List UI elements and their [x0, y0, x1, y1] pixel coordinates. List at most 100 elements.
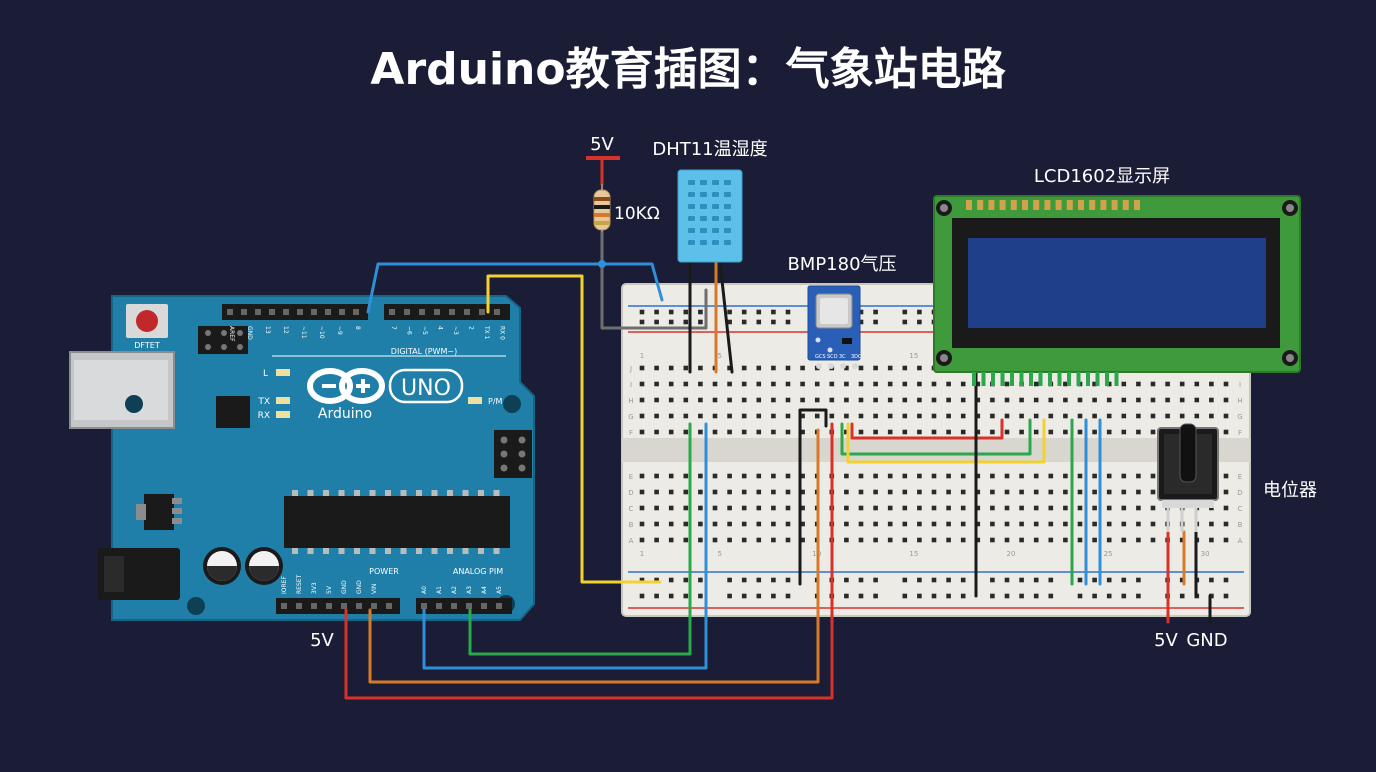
wire-junction: [598, 260, 606, 268]
row-letter: H: [1237, 397, 1242, 405]
row-letter: G: [1237, 413, 1242, 421]
bmp180-pin-label: 3DC: [851, 354, 862, 360]
row-letter: F: [1238, 429, 1242, 437]
digital-pin-label: ~10: [318, 326, 325, 339]
power-header: [276, 598, 400, 614]
reset-button[interactable]: [126, 304, 168, 338]
row-letter: D: [628, 489, 633, 497]
pullup-resistor: [593, 184, 611, 232]
power-pin-label: RESET: [296, 574, 303, 594]
analog-label: ANALOG PIM: [453, 567, 503, 576]
column-number: 20: [1006, 550, 1015, 558]
row-letter: D: [1237, 489, 1242, 497]
voltage-regulator: [136, 494, 182, 530]
uno-text: UNO: [401, 376, 451, 401]
icsp-header-right: [494, 430, 532, 478]
row-letter: H: [628, 397, 633, 405]
arduino-5v-label: 5V: [310, 630, 334, 651]
page-title: Arduino教育插图：气象站电路: [370, 44, 1006, 95]
analog-pin-label: A3: [466, 586, 473, 594]
dht11-sensor: [677, 169, 743, 263]
supply-5v-label: 5V: [590, 134, 614, 155]
arduino-logo-icon: [307, 368, 385, 404]
digital-pin-label: ~3: [452, 326, 459, 335]
analog-pin-label: A5: [496, 586, 503, 594]
digital-pin-label: RX 0: [499, 326, 506, 340]
atmega-chip: [284, 490, 510, 554]
reset-label: DFTET: [134, 341, 160, 350]
column-number: 1: [640, 550, 644, 558]
lcd-label: LCD1602显示屏: [1034, 166, 1170, 187]
wire-red-5v: [344, 422, 834, 700]
column-number: 30: [1201, 550, 1210, 558]
column-number: 5: [717, 550, 721, 558]
power-pin-label: 3V3: [311, 582, 318, 594]
digital-pin-label: ~6: [406, 326, 413, 335]
row-letter: F: [629, 429, 633, 437]
power-pin-label: 5V: [326, 585, 333, 594]
digital-label: DIGITAL (PWM~): [391, 347, 457, 356]
column-number: 1: [640, 352, 644, 360]
digital-pin-label: ~9: [336, 326, 343, 335]
pot-gnd-label: GND: [1186, 630, 1227, 651]
digital-pin-label: 7: [390, 326, 397, 330]
power-pin-label: IOREF: [281, 576, 288, 594]
row-letter: E: [1238, 473, 1242, 481]
led-rx: [276, 411, 290, 418]
wire-red-lcd: [850, 418, 1004, 440]
bmp180-pin-label: 3C: [839, 354, 846, 360]
resistor-label: 10KΩ: [614, 204, 660, 224]
power-pin-label: VIN: [371, 584, 378, 594]
analog-header: [416, 598, 512, 614]
row-letter: A: [629, 537, 634, 545]
led-on-label: P/M: [488, 397, 503, 406]
digital-pin-label: TX 1: [483, 325, 490, 340]
supply-5v-bar: [586, 156, 620, 160]
digital-pin-label: 2: [468, 326, 475, 330]
digital-pin-label: ~11: [300, 326, 307, 339]
row-letter: G: [628, 413, 633, 421]
bmp180-pin-label: SCO: [827, 354, 838, 360]
digital-pin-label: 13: [264, 326, 271, 334]
icsp-header: [198, 326, 248, 354]
column-number: 5: [717, 352, 721, 360]
row-letter: I: [1239, 381, 1241, 389]
uno-badge: [388, 368, 464, 404]
wire-blue-data: [366, 262, 664, 314]
lcd-screen: [968, 238, 1266, 328]
power-pin-label: GND: [356, 580, 363, 594]
lcd1602-display: [933, 195, 1301, 386]
bmp180-pin-label: GCS: [815, 354, 826, 360]
led-tx: [276, 397, 290, 404]
wires: [344, 156, 1212, 700]
wire-green-lcd: [840, 418, 1032, 456]
potentiometer-knob[interactable]: [1179, 423, 1197, 483]
row-letter: B: [1238, 521, 1243, 529]
digital-pin-label: 8: [354, 326, 361, 330]
digital-pin-label: AREF: [228, 326, 235, 342]
wire-gray-resistor: [600, 230, 708, 330]
row-letter: E: [629, 473, 633, 481]
usb-chip: [216, 396, 250, 428]
power-pin-label: GND: [341, 580, 348, 594]
wire-green-a3: [468, 422, 692, 656]
analog-pin-label: A0: [421, 586, 428, 594]
potentiometer[interactable]: [1157, 423, 1219, 532]
arduino-uno-board: DFTET: [69, 295, 535, 621]
led-rx-label: RX: [258, 411, 270, 421]
digital-pin-label: GND: [246, 326, 253, 340]
led-l-label: L: [263, 369, 268, 379]
dht11-label: DHT11温湿度: [652, 139, 767, 160]
wire-yellow-dht: [486, 274, 662, 584]
led-l: [276, 369, 290, 376]
digital-pin-label: 4: [437, 326, 444, 330]
digital-header: [384, 304, 510, 320]
capacitor: [245, 547, 283, 585]
column-number: 15: [909, 550, 918, 558]
column-number: 15: [909, 352, 918, 360]
row-letter: C: [1238, 505, 1243, 513]
wire-black-bmp: [798, 408, 828, 586]
